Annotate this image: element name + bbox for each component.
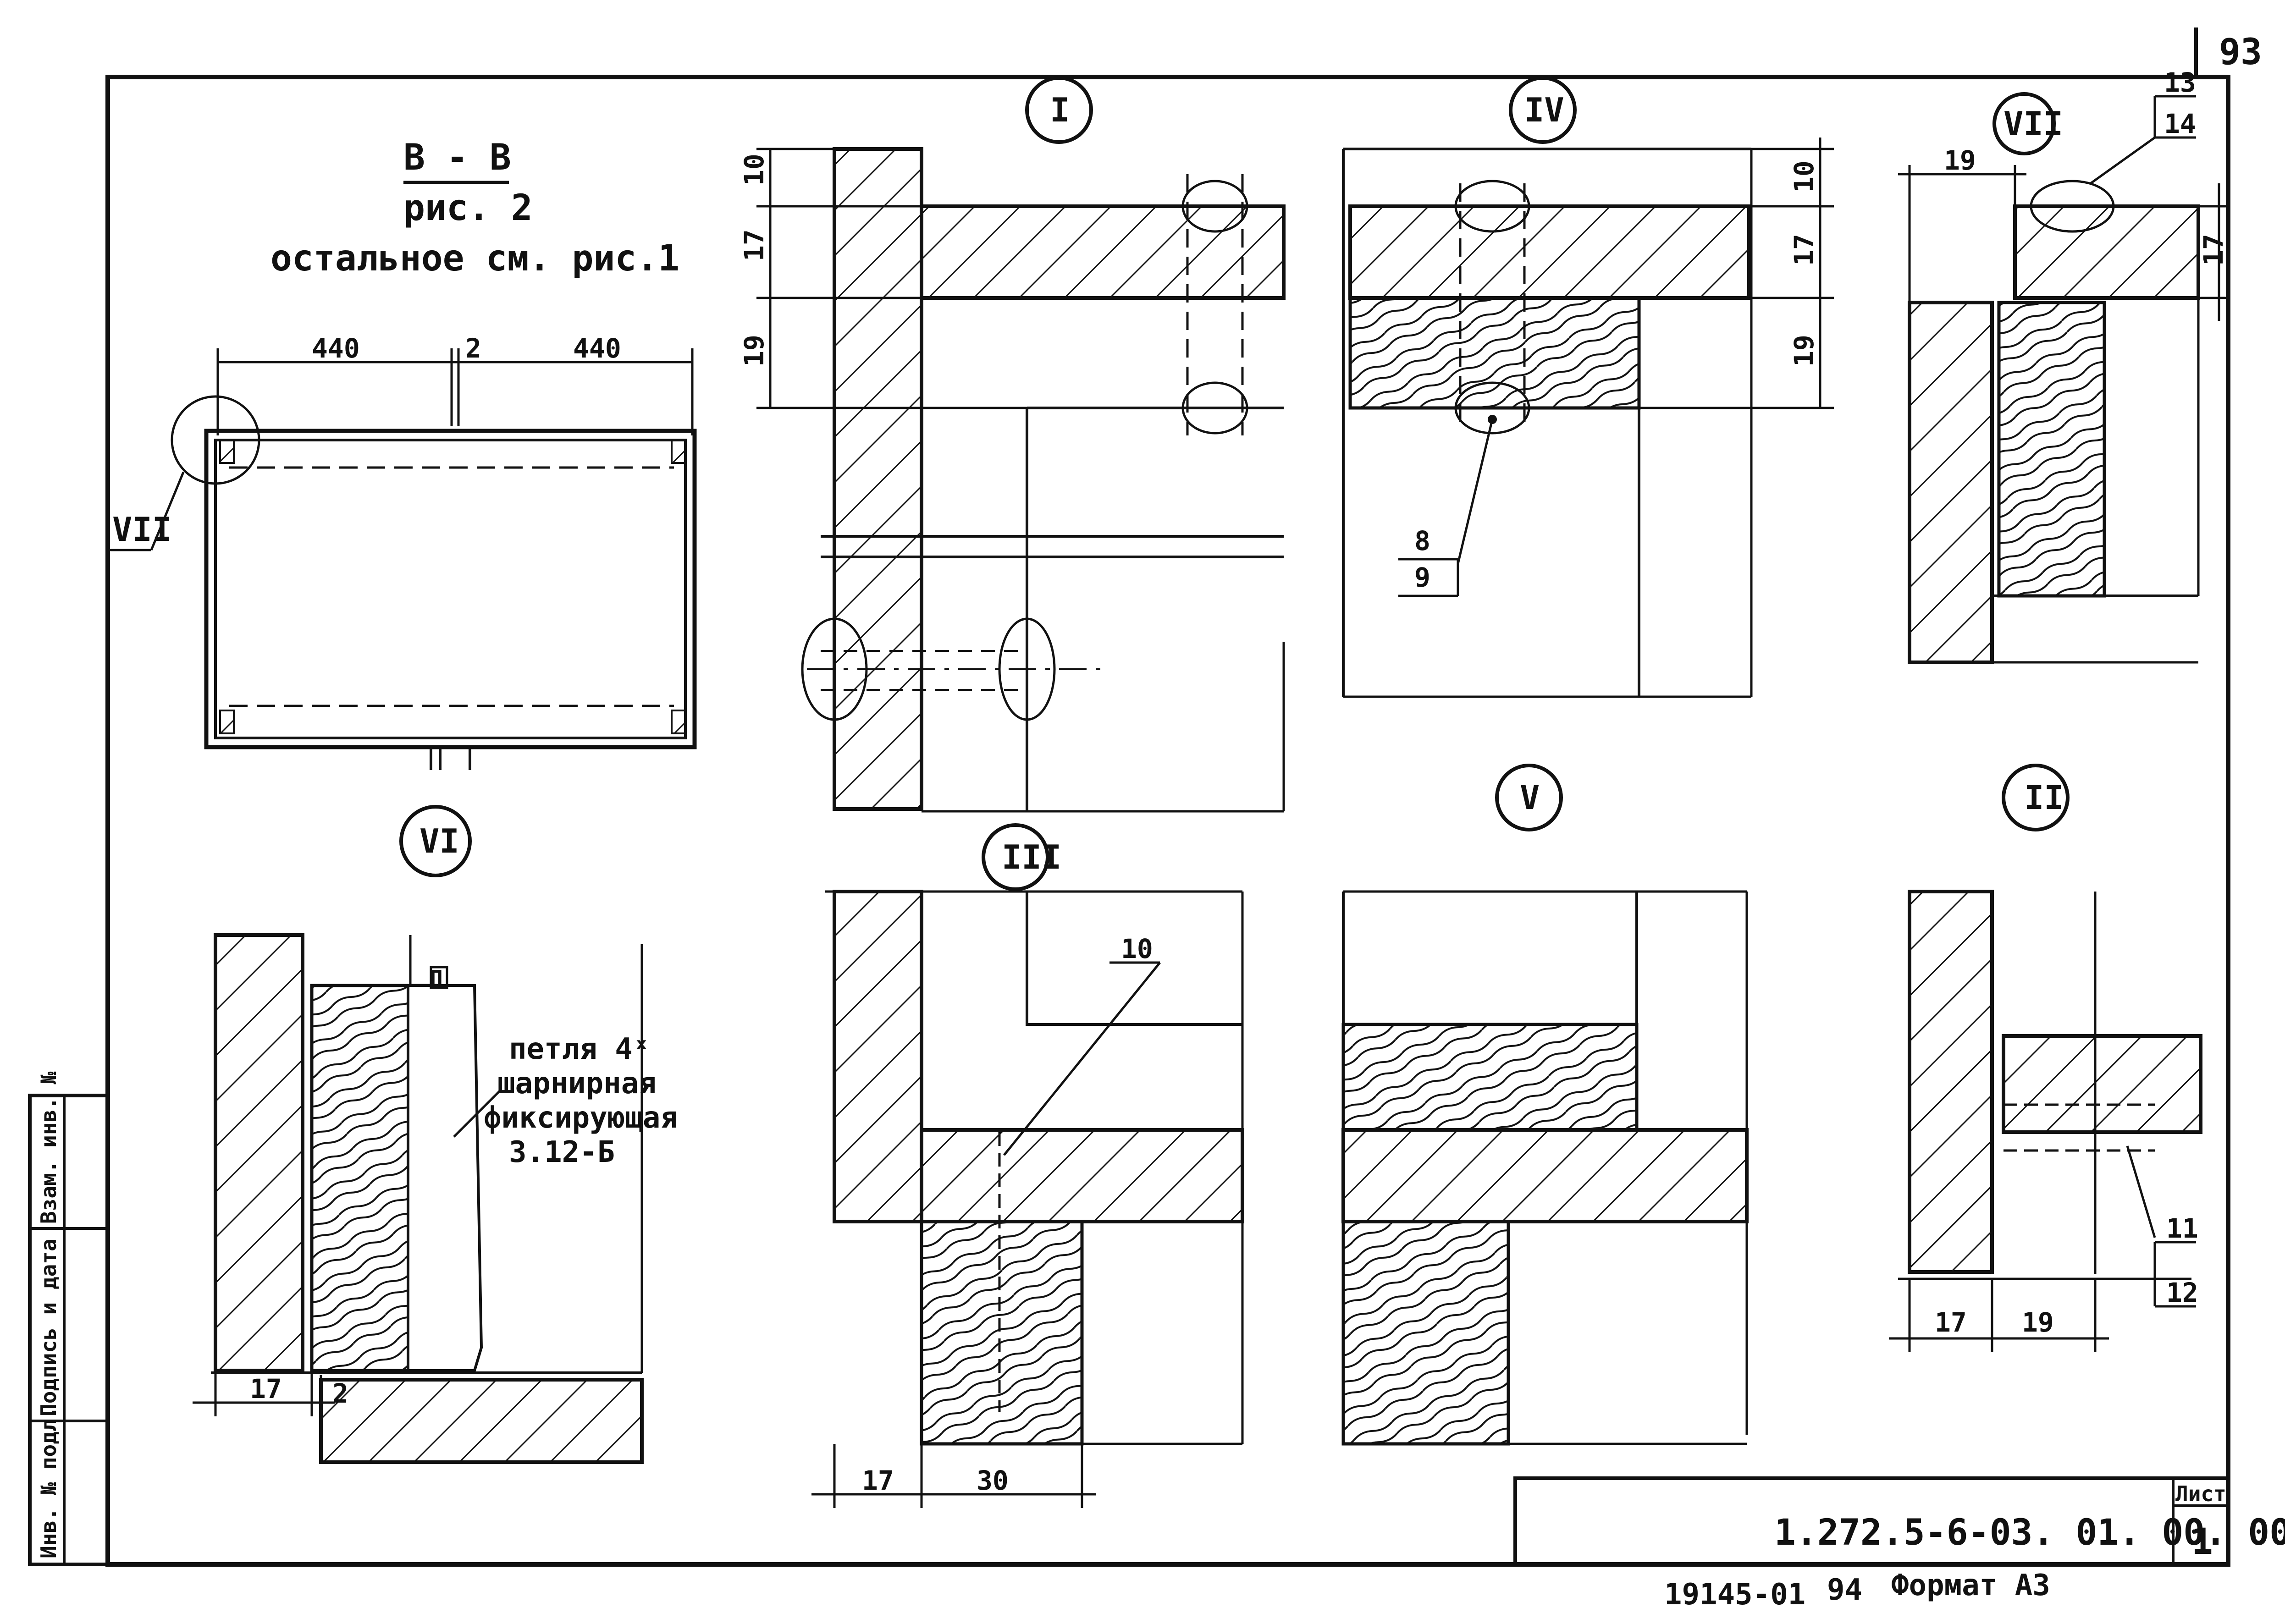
- detail-iii: III 10 17 30: [811, 823, 1244, 1508]
- stamp-vzam: Взам. инв. №: [36, 1071, 61, 1224]
- detail-vi-label: VI: [419, 822, 459, 860]
- detail-vii-pos-14: 14: [2164, 108, 2196, 139]
- hinge-line-1: петля 4ˣ: [509, 1032, 650, 1066]
- detail-iv-dim-10: 10: [1788, 160, 1820, 193]
- detail-iii-pos-10: 10: [1121, 933, 1153, 964]
- detail-vii: VII 13 14 19 17: [1898, 67, 2229, 664]
- title-block: 1.272.5-6-03. 01. 00. 00 СБ Лист 1: [1513, 1476, 2285, 1566]
- section-subtitle: рис. 2: [403, 187, 533, 229]
- list-number: 1: [2191, 1521, 2213, 1563]
- section-dims: [216, 348, 694, 435]
- detail-ii: II 11 12 17 19: [1889, 764, 2202, 1352]
- detail-i-dim-10: 10: [739, 154, 770, 186]
- detail-iii-dim-17: 17: [862, 1465, 894, 1496]
- stamp-podpis: Подпись и дата: [36, 1239, 61, 1416]
- detail-iii-dim-30: 30: [977, 1465, 1009, 1496]
- dim-gap-2: 2: [465, 333, 481, 364]
- detail-iv-pos-8: 8: [1414, 525, 1430, 556]
- detail-vi-dim-17: 17: [250, 1373, 282, 1404]
- detail-i-dim-19: 19: [739, 335, 770, 367]
- detail-iv-dim-19: 19: [1788, 335, 1820, 367]
- detail-vii-dim-17: 17: [2198, 234, 2229, 266]
- side-stamp: Инв. № подл. Подпись и дата Взам. инв. №: [28, 1071, 110, 1566]
- detail-iv-dim-17: 17: [1788, 234, 1820, 266]
- sheet-frame: 93: [105, 28, 2262, 1567]
- list-label: Лист: [2175, 1481, 2226, 1506]
- hinge-line-2: шарнирная: [497, 1067, 657, 1101]
- hinge-line-3: фиксирующая: [484, 1101, 678, 1135]
- detail-iv-pos-9: 9: [1414, 562, 1430, 593]
- stamp-inv-podl: Инв. № подл.: [36, 1406, 61, 1558]
- format-label: Формат А3: [1891, 1569, 2050, 1602]
- detail-ii-pos-12: 12: [2166, 1277, 2198, 1308]
- detail-vii-label: VII: [2004, 105, 2063, 143]
- section-note: остальное см. рис.1: [270, 238, 679, 279]
- detail-ii-dim-17: 17: [1935, 1307, 1967, 1338]
- detail-iv: IV 8 9 10 17 19: [1342, 76, 1834, 698]
- section-title: В - В: [403, 137, 511, 178]
- detail-vii-dim-19: 19: [1944, 145, 1976, 176]
- dim-440-left: 440: [312, 333, 360, 364]
- detail-i: I 10 17 19: [739, 76, 1286, 813]
- page-number: 93: [2219, 32, 2262, 73]
- bottom-page: 94: [1827, 1573, 1862, 1607]
- section-b-b: В - В рис. 2 остальное см. рис.1 440 2 4…: [110, 137, 697, 770]
- hinge-line-4: 3.12-Б: [509, 1135, 615, 1169]
- detail-ii-label: II: [2024, 778, 2064, 817]
- detail-v: V: [1341, 764, 1749, 1446]
- dim-440-right: 440: [573, 333, 621, 364]
- detail-vi: VI П петля 4ˣ шарнирная фиксирующая 3.12…: [193, 805, 678, 1464]
- detail-ii-pos-11: 11: [2166, 1213, 2198, 1244]
- detail-iv-label: IV: [1524, 91, 1564, 129]
- detail-vi-tab: П: [430, 966, 443, 991]
- detail-vi-dim-2: 2: [332, 1378, 348, 1409]
- callout-vii: VII: [112, 510, 172, 549]
- drawing-code: 1.272.5-6-03. 01. 00. 00 СБ: [1774, 1512, 2285, 1553]
- detail-ii-dim-19: 19: [2022, 1307, 2054, 1338]
- detail-vii-pos-13: 13: [2164, 67, 2196, 98]
- detail-v-label: V: [1520, 778, 1540, 817]
- bottom-number: 19145-01: [1664, 1578, 1805, 1612]
- detail-iii-label: III: [1002, 838, 1061, 876]
- detail-i-label: I: [1050, 91, 1070, 129]
- detail-i-dim-17: 17: [739, 229, 770, 261]
